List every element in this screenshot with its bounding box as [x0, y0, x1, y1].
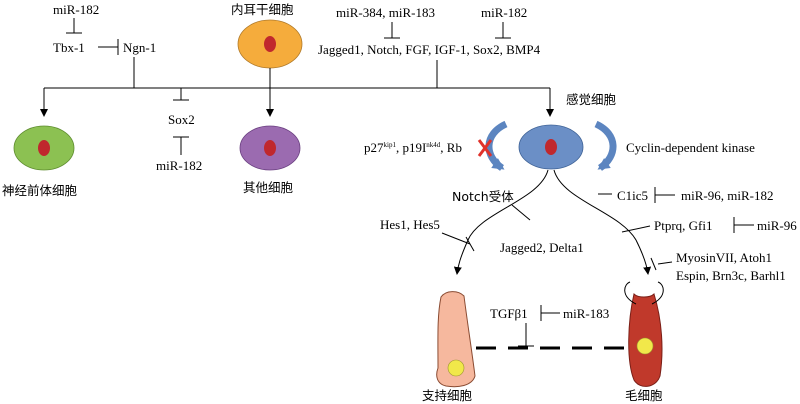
mir182-tbx-label: miR-182 [53, 2, 99, 17]
arrow-to-supporting [453, 169, 549, 275]
cdk-inhibitors-label: p27kip1, p19Ink4d, Rb [364, 140, 462, 155]
ptprq-label: Ptprq, Gfi1 [654, 218, 713, 233]
block-cross-icon [477, 139, 493, 157]
espin-label: Espin, Brn3c, Barhl1 [676, 268, 786, 283]
mir384-183-label: miR-384, miR-183 [336, 5, 435, 20]
cell-cycle-arrow-left [485, 120, 508, 171]
cell-cycle-arrow-right [594, 120, 617, 171]
nucleus [38, 140, 50, 156]
nucleus [447, 359, 465, 377]
cdk-label: Cyclin-dependent kinase [626, 140, 755, 155]
mir96-label: miR-96 [757, 218, 797, 233]
inhibit-hes [441, 232, 471, 245]
tgfb1-label: TGFβ1 [490, 306, 528, 321]
arrow-to-hair [553, 169, 652, 275]
sensory-cell-label: 感觉细胞 [566, 92, 617, 107]
nucleus [636, 337, 654, 355]
inhibit-bar [465, 236, 475, 252]
tbx1-label: Tbx-1 [53, 40, 85, 55]
nucleus [264, 36, 276, 52]
factors-label: Jagged1, Notch, FGF, IGF-1, Sox2, BMP4 [318, 42, 541, 57]
mir182-sox2-label: miR-182 [156, 158, 202, 173]
nucleus [264, 140, 276, 156]
c1ic5-label: C1ic5 [617, 188, 648, 203]
notch-receptor-label: Notch受体 [452, 189, 514, 204]
ptprq-connector [621, 225, 651, 233]
stem-cell-label: 内耳干细胞 [231, 2, 294, 17]
mir183-label: miR-183 [563, 306, 609, 321]
myosin-label: MyosinVII, Atoh1 [676, 250, 772, 265]
supporting-cell-label: 支持细胞 [422, 388, 473, 403]
nucleus [545, 139, 557, 155]
mir182-top-label: miR-182 [481, 5, 527, 20]
inhibit-bar [650, 257, 657, 271]
mir96-182-label: miR-96, miR-182 [681, 188, 773, 203]
ngn1-label: Ngn-1 [123, 40, 156, 55]
myosin-connector [657, 261, 673, 265]
stereocilia-left [624, 281, 637, 305]
stereocilia-right [651, 281, 664, 305]
jagged2-label: Jagged2, Delta1 [500, 240, 584, 255]
sox2-label: Sox2 [168, 112, 195, 127]
hes-label: Hes1, Hes5 [380, 217, 440, 232]
other-cells-label: 其他细胞 [243, 180, 294, 195]
supporting-cell [436, 291, 476, 388]
notch-connector [511, 204, 531, 221]
hair-cell-label: 毛细胞 [625, 388, 663, 403]
neural-precursor-label: 神经前体细胞 [2, 183, 78, 198]
